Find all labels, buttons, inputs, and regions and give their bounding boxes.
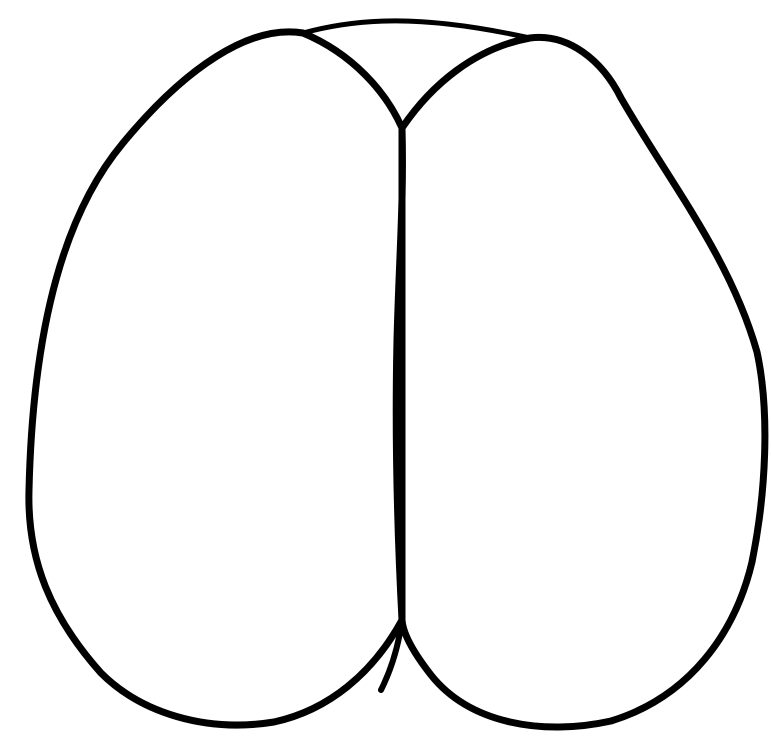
right-lobe-outline bbox=[402, 37, 765, 727]
top-cap-outline bbox=[303, 21, 530, 38]
left-lobe-outline bbox=[29, 32, 402, 725]
bottom-notch-line bbox=[381, 620, 402, 690]
